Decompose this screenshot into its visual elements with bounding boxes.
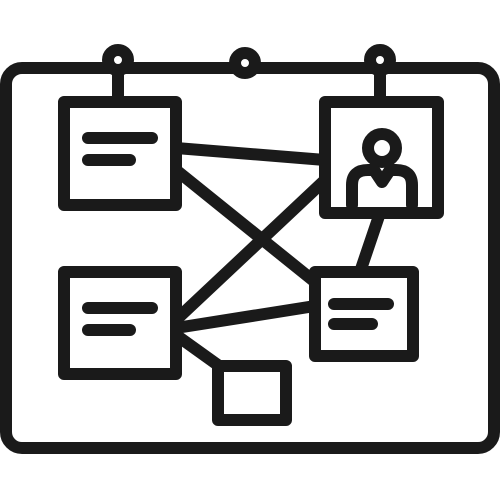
note-bottom-left xyxy=(58,266,182,380)
note-bottom-right xyxy=(309,266,419,362)
string-topleft-to-photo xyxy=(170,142,331,166)
pin-center xyxy=(229,47,261,79)
photo-card-person xyxy=(319,96,444,219)
person-body-icon xyxy=(346,164,418,211)
small-card xyxy=(212,360,292,426)
person-head-icon xyxy=(362,128,402,168)
string-bottomleft-to-bottomright xyxy=(170,300,321,334)
string-photo-to-bottomright xyxy=(354,207,386,278)
note-top-left xyxy=(58,96,182,211)
pin-left xyxy=(102,44,134,108)
pin-right xyxy=(364,44,396,108)
string-topleft-to-bottomright xyxy=(170,164,321,288)
string-bottomleft-to-photo xyxy=(170,174,331,326)
